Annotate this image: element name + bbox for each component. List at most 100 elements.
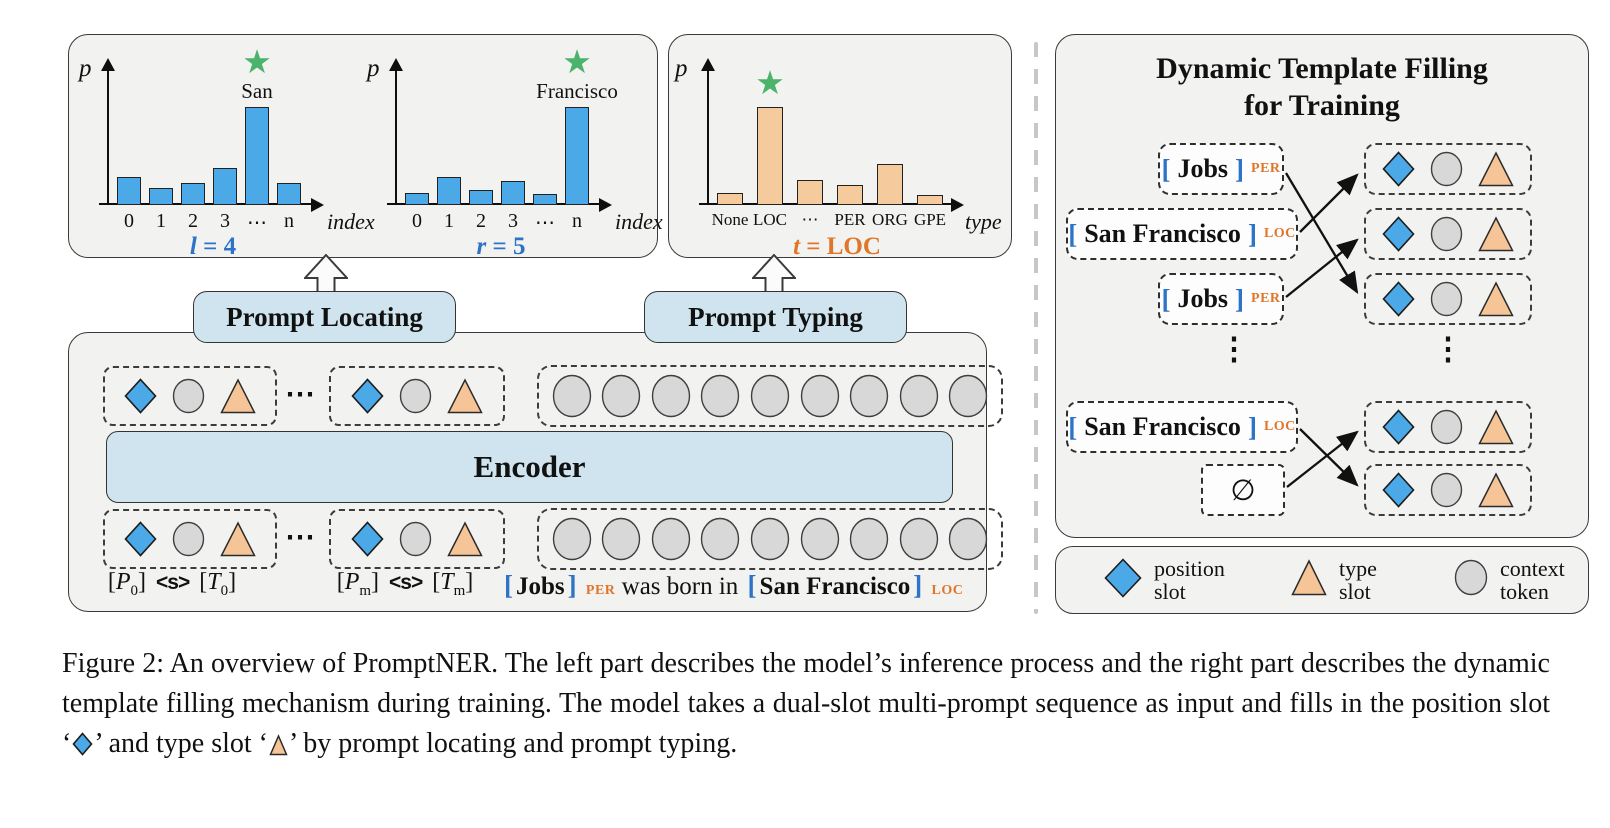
vertical-ellipsis: ⋮ — [1218, 331, 1250, 366]
bar — [877, 164, 903, 205]
bar — [797, 180, 823, 205]
context-token-icon — [800, 517, 840, 561]
x-axis-label: index — [615, 209, 663, 234]
separator-token: <s> — [389, 571, 423, 594]
type-slot-icon — [447, 378, 483, 414]
chart-annotation: r = 5 — [476, 233, 526, 260]
encoder-io-panel: ⋯ Encoder ⋯ [P0] <s> [T0] [Pm] <s> [Tm] … — [68, 332, 1003, 612]
type-slot-icon — [1478, 216, 1514, 252]
context-token-icon — [172, 521, 205, 557]
x-tick-label: ORG — [872, 210, 908, 229]
figure-caption: Figure 2: An overview of PromptNER. The … — [62, 648, 1550, 760]
x-tick-label: 3 — [220, 210, 230, 232]
type-slot-icon — [220, 378, 256, 414]
prompt-slot-group — [329, 366, 505, 426]
prompt-slot-group — [329, 509, 505, 569]
type-slot-icon — [1478, 151, 1514, 187]
context-token-group — [537, 365, 1003, 427]
context-token-group — [537, 508, 1003, 570]
entity-box-jobs: [Jobs]PER — [1158, 143, 1284, 195]
separator-token: <s> — [156, 571, 190, 594]
entity-tag-per: PER — [585, 583, 616, 598]
position-slot-icon — [1382, 409, 1415, 445]
context-token-icon — [899, 374, 939, 418]
encoder-label: Encoder — [473, 449, 586, 484]
entity-tag-loc: LOC — [931, 583, 964, 598]
x-tick-label: ⋯ — [247, 212, 267, 234]
position-slot-icon — [1382, 216, 1415, 252]
prompt-slot-group — [103, 509, 277, 569]
bar — [117, 177, 141, 205]
context-token-icon — [651, 517, 691, 561]
vertical-ellipsis: ⋮ — [1432, 331, 1464, 366]
y-axis — [395, 71, 398, 205]
panel-title: Dynamic Template Filling for Training — [1156, 52, 1488, 122]
entity-box-san-francisco: [San Francisco]LOC — [1066, 401, 1298, 453]
type-slot-icon — [269, 734, 288, 756]
x-tick-label: ⋯ — [801, 210, 819, 229]
bar — [717, 193, 743, 205]
type-slot-icon — [1291, 559, 1327, 596]
position-slot-icon — [1104, 557, 1142, 598]
context-token-icon — [750, 517, 790, 561]
star-icon: ★ — [242, 45, 272, 81]
x-axis-label: type — [965, 209, 1002, 234]
entity-box-san-francisco: [San Francisco]LOC — [1066, 208, 1298, 260]
x-tick-label: 1 — [444, 210, 454, 232]
template-slot-group — [1364, 273, 1532, 325]
context-token-icon — [1430, 281, 1463, 317]
prompt-token-label: [Pm] <s> [Tm] — [336, 569, 474, 599]
context-token-icon — [700, 374, 740, 418]
x-tick-label: n — [284, 210, 294, 232]
x-tick-label: ⋯ — [535, 212, 555, 234]
context-token-icon — [1454, 559, 1488, 601]
x-tick-label: GPE — [913, 210, 947, 229]
x-tick-label: None — [711, 210, 749, 229]
y-axis-label: p — [79, 55, 92, 82]
input-sentence: [Jobs] PER was born in [San Francisco] L… — [504, 570, 964, 600]
position-slot-icon — [351, 521, 384, 557]
bar — [277, 183, 301, 205]
predicted-token-label: Francisco — [536, 79, 618, 103]
type-slot-icon — [1291, 559, 1327, 601]
x-tick-label: 1 — [156, 210, 166, 232]
position-slot-icon — [1382, 151, 1415, 187]
position-slot-icon — [124, 378, 157, 414]
context-token-icon — [948, 517, 988, 561]
context-token-icon — [849, 374, 889, 418]
template-slot-group — [1364, 143, 1532, 195]
dynamic-template-filling-panel: Dynamic Template Filling for Training [J… — [1055, 34, 1589, 538]
prompt-locating-box: Prompt Locating — [193, 291, 456, 343]
empty-set-symbol: ∅ — [1230, 474, 1256, 507]
x-tick-label: 2 — [188, 210, 198, 232]
type-slot-icon — [447, 521, 483, 557]
bar — [181, 183, 205, 205]
prompt-typing-label: Prompt Typing — [688, 301, 863, 332]
ellipsis: ⋯ — [285, 378, 317, 411]
context-token-icon — [800, 374, 840, 418]
bar — [245, 107, 269, 205]
x-tick-label: n — [572, 210, 582, 232]
x-tick-label: 0 — [412, 210, 422, 232]
x-tick-label: LOC — [753, 210, 787, 229]
x-tick-label: PER — [834, 210, 866, 229]
context-token-icon — [948, 374, 988, 418]
bar — [437, 177, 461, 205]
x-tick-label: 3 — [508, 210, 518, 232]
y-axis — [107, 71, 110, 205]
bar — [533, 194, 557, 205]
prompt-slot-group — [103, 366, 277, 426]
entity-box-jobs: [Jobs]PER — [1158, 273, 1284, 325]
prompt-locating-label: Prompt Locating — [226, 301, 423, 332]
context-token-icon — [399, 378, 432, 414]
section-divider — [1034, 42, 1038, 614]
context-token-icon — [1430, 472, 1463, 508]
template-slot-group — [1364, 464, 1532, 516]
encoder-box: Encoder — [106, 431, 953, 503]
context-token-icon — [552, 374, 592, 418]
